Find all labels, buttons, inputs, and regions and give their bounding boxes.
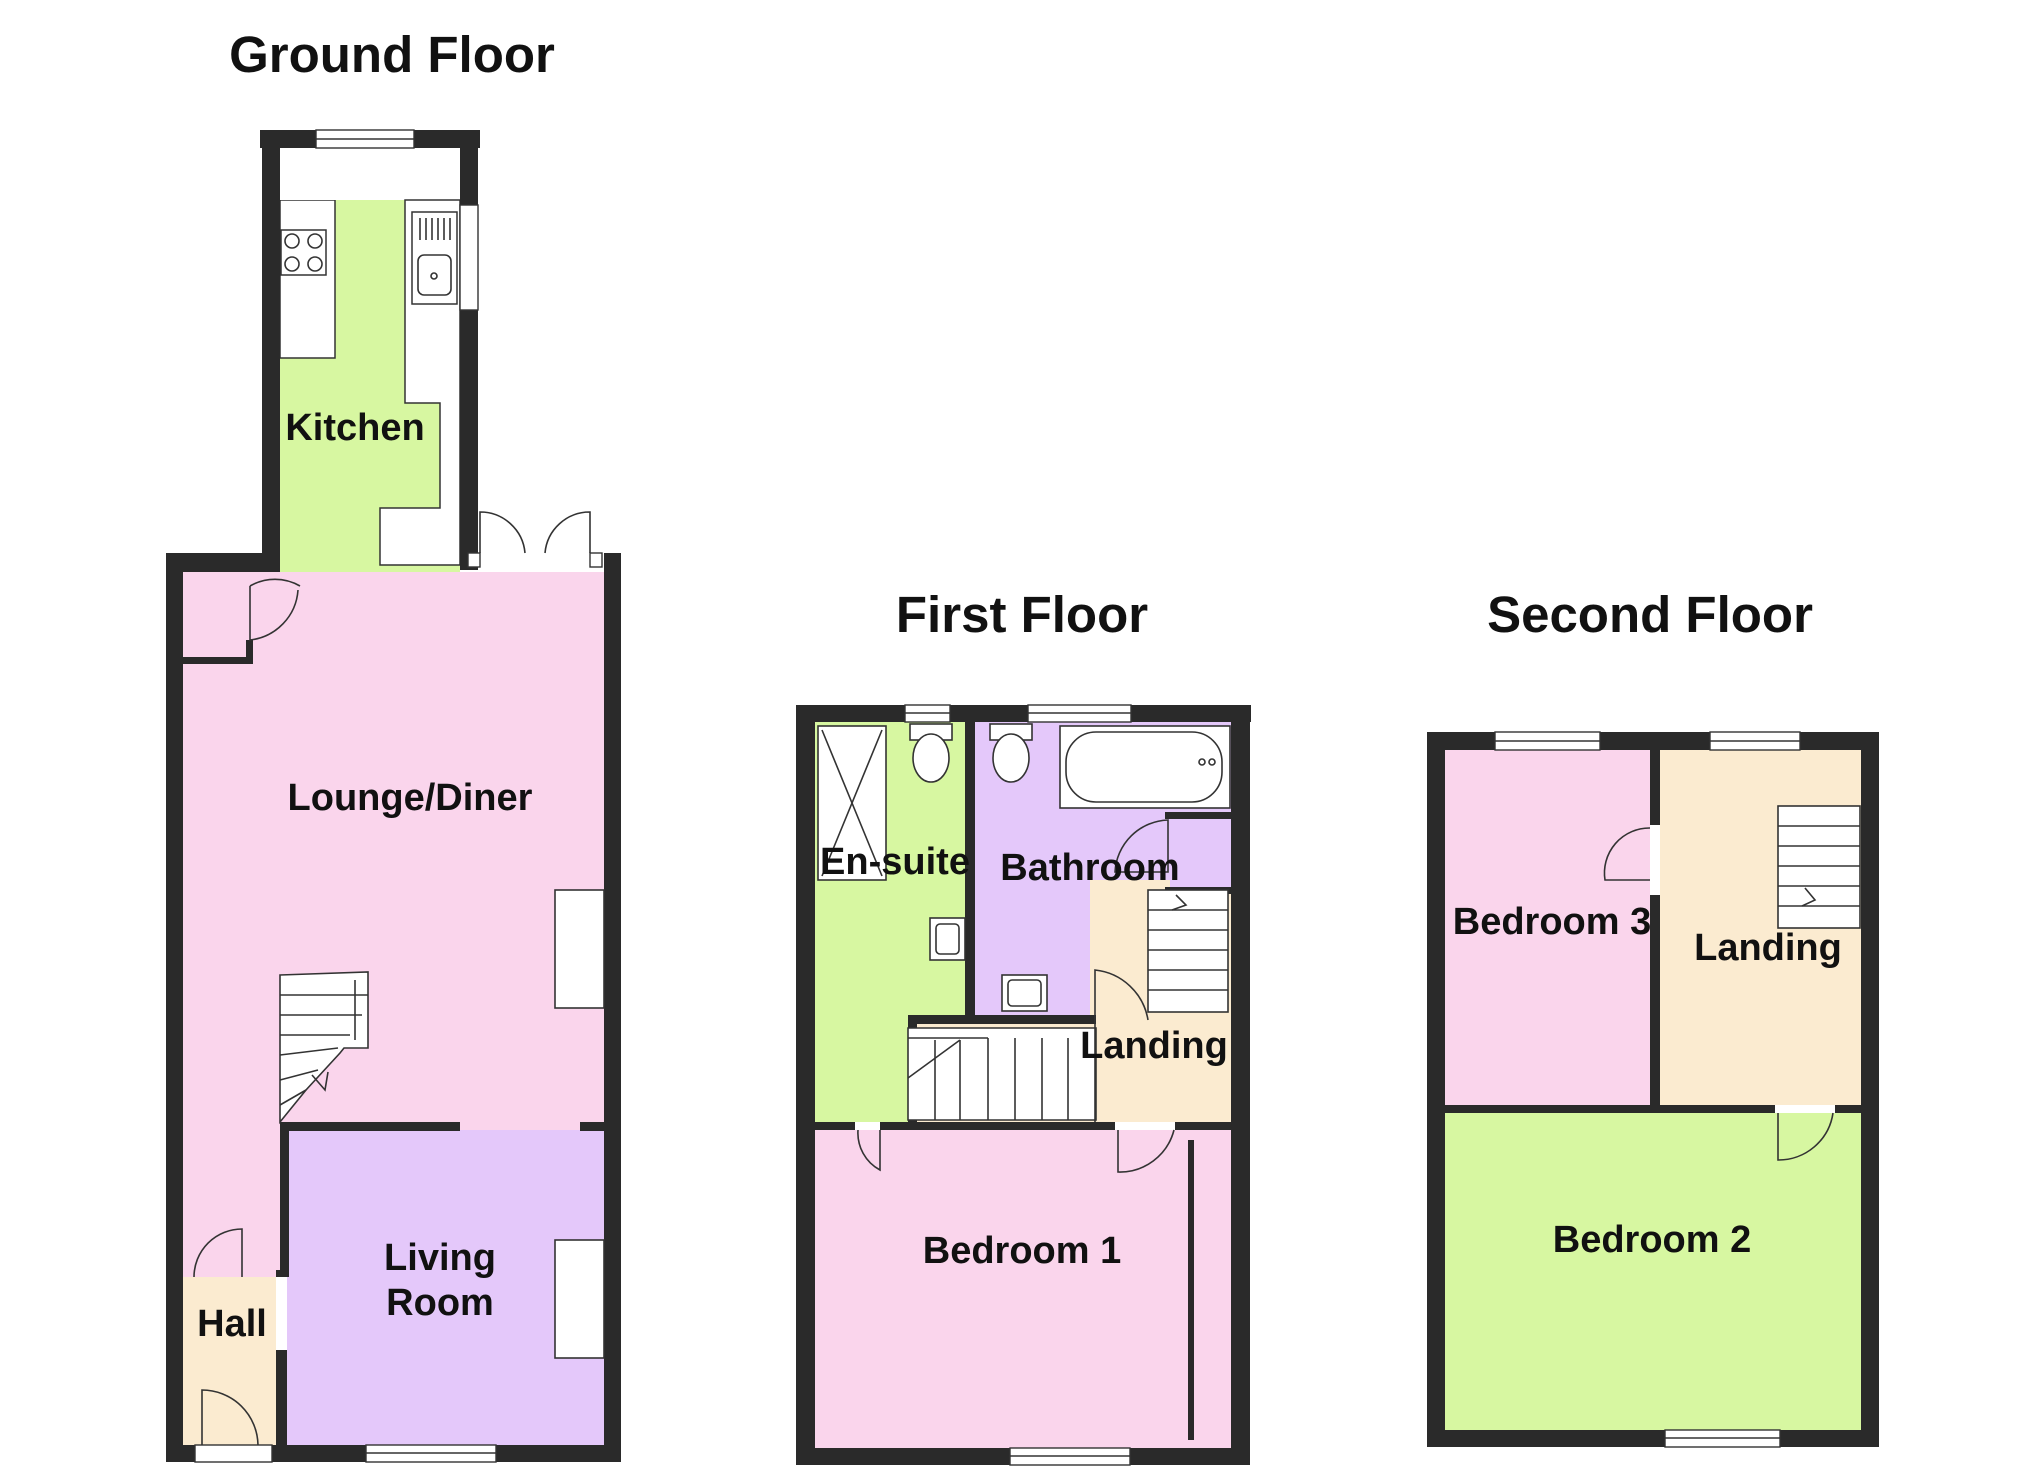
living-room-label-line2: Room xyxy=(386,1282,494,1324)
first-floor-walls xyxy=(796,705,1251,1465)
second-floor-stairs xyxy=(1777,805,1861,929)
bedroom2-label: Bedroom 2 xyxy=(1553,1219,1751,1261)
lounge-diner-cupboard xyxy=(183,572,253,657)
bedroom1-area xyxy=(815,1130,1231,1448)
first-floor-title: First Floor xyxy=(896,586,1148,643)
chimney-breast-lounge xyxy=(554,889,605,1009)
hall-label: Hall xyxy=(197,1303,267,1345)
first-floor-stairs xyxy=(907,889,1229,1121)
bedroom2-area xyxy=(1445,1113,1861,1430)
bedroom3-door-swing xyxy=(1603,827,1651,881)
hall-door-swing xyxy=(193,1228,243,1278)
first-landing-label: Landing xyxy=(1080,1025,1228,1067)
ensuite-toilet-icon xyxy=(912,733,950,783)
kitchen-side-window xyxy=(459,204,479,311)
ensuite-label: En-suite xyxy=(820,841,970,883)
second-landing-label: Landing xyxy=(1694,927,1842,969)
drainer-icon xyxy=(419,218,451,240)
kitchen-worktop-left xyxy=(279,199,336,359)
kitchen-label: Kitchen xyxy=(285,407,424,449)
ground-floor: Ground Floor xyxy=(166,26,621,1463)
second-floor: Second Floor xyxy=(1427,586,1879,1448)
bedroom1-label: Bedroom 1 xyxy=(923,1230,1121,1272)
ground-stairs xyxy=(279,971,369,1125)
front-door-swing xyxy=(201,1389,259,1446)
cupboard-door-swing xyxy=(249,578,301,641)
bedroom1-door-right-swing xyxy=(1117,1129,1175,1173)
bathroom-cupboard xyxy=(1170,815,1231,890)
bedroom3-area xyxy=(1445,750,1650,1105)
living-room-area xyxy=(287,1130,604,1448)
chimney-breast-living xyxy=(554,1239,605,1359)
bathroom-toilet-icon xyxy=(992,733,1030,783)
bathroom-door-swing xyxy=(1114,819,1169,873)
bedroom3-label: Bedroom 3 xyxy=(1453,901,1651,943)
hob-icon xyxy=(280,229,327,276)
lounge-diner-label: Lounge/Diner xyxy=(288,777,533,819)
first-floor: First Floor xyxy=(796,586,1251,1466)
bedroom1-door-left-swing xyxy=(857,1129,881,1172)
hall-area xyxy=(183,1277,276,1448)
living-room-label-line1: Living xyxy=(384,1237,496,1279)
landing-door-swing xyxy=(1094,969,1149,1122)
ground-floor-title: Ground Floor xyxy=(229,26,555,83)
french-doors xyxy=(479,511,591,554)
front-door-frame xyxy=(194,1444,273,1463)
second-floor-walls xyxy=(1427,732,1879,1447)
bath-icon xyxy=(1059,725,1231,809)
bedroom2-door-swing xyxy=(1777,1112,1834,1161)
bathroom-label: Bathroom xyxy=(1000,847,1179,889)
kitchen-worktop-left-top xyxy=(280,148,460,200)
second-floor-title: Second Floor xyxy=(1487,586,1813,643)
